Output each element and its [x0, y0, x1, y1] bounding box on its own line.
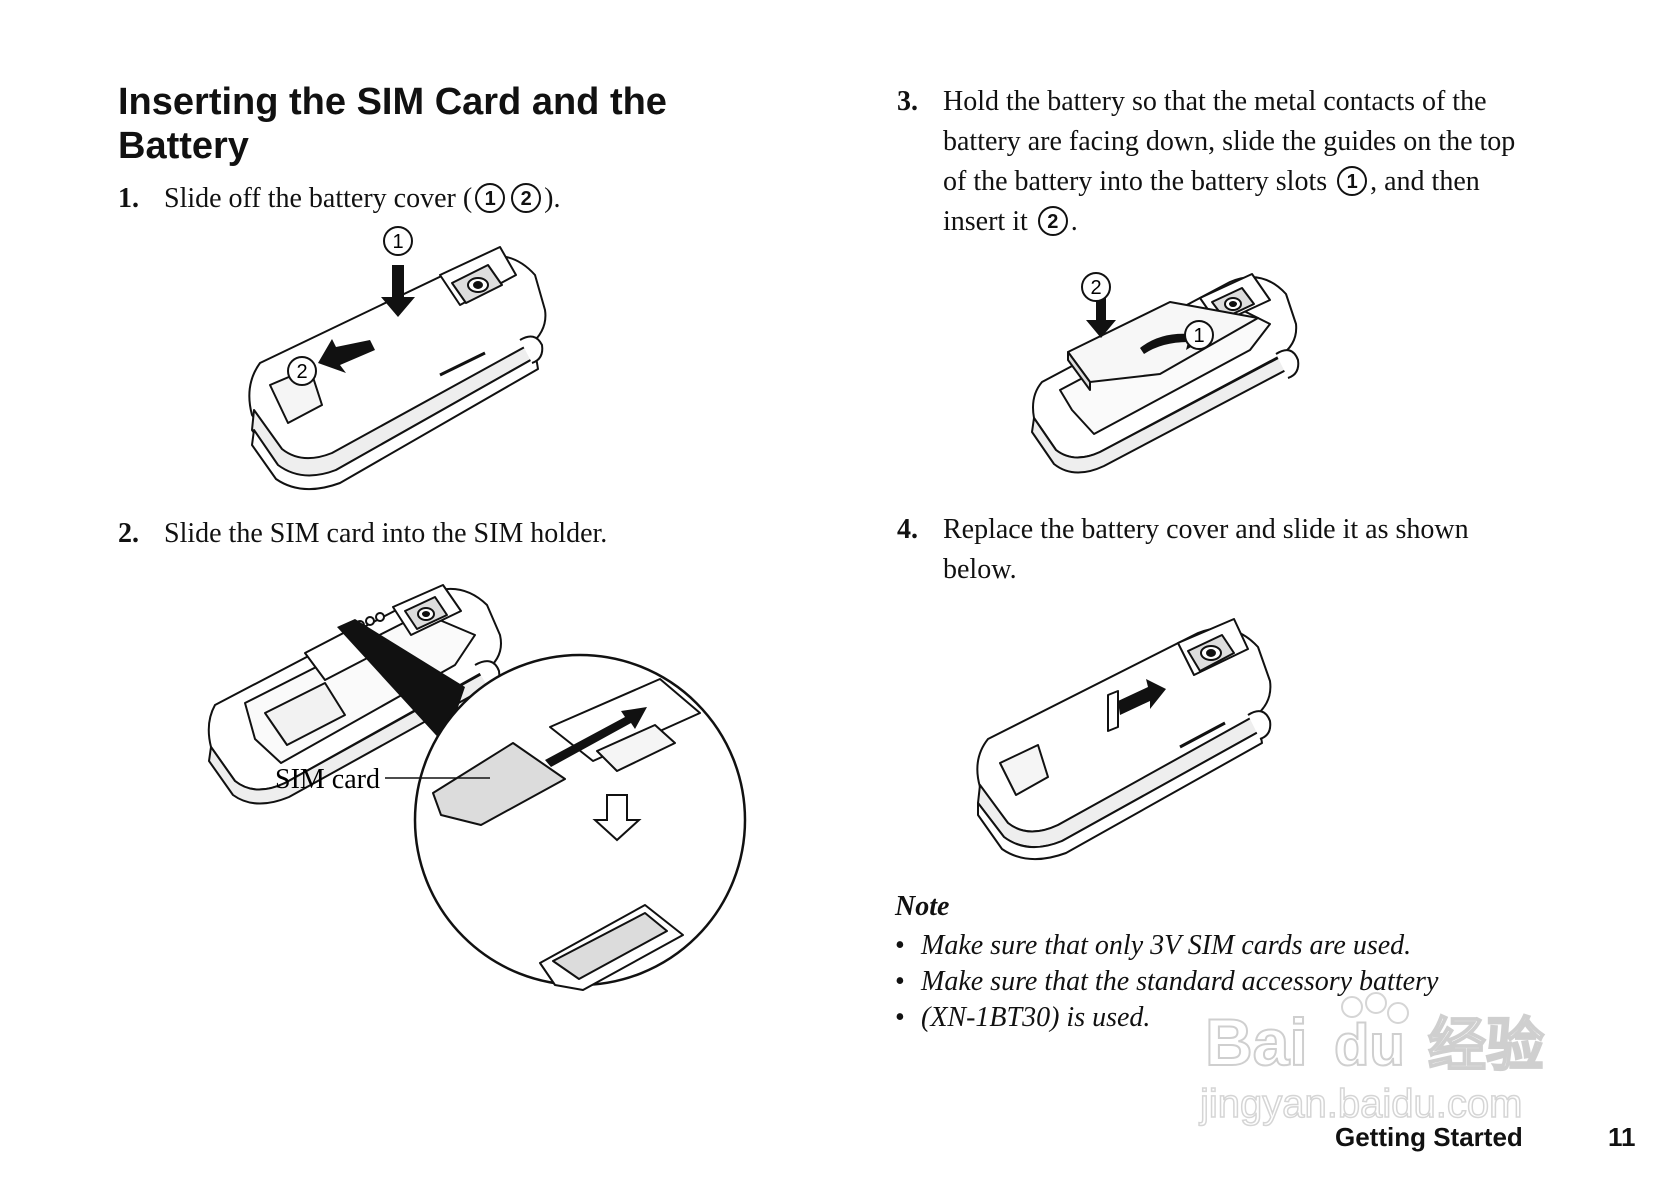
footer-section: Getting Started — [1335, 1122, 1523, 1152]
figure-replace-battery-cover — [976, 618, 1272, 861]
watermark-cn: 经验 — [1428, 1011, 1544, 1079]
callout-1: 1 — [392, 231, 403, 253]
note-list: Make sure that only 3V SIM cards are use… — [895, 928, 1595, 1036]
page-title: Inserting the SIM Card and the Battery — [118, 81, 667, 167]
step-text: Slide the SIM card into the SIM holder. — [164, 518, 608, 549]
sim-card-label: SIM card — [275, 764, 380, 795]
circled-number-1: 1 — [475, 182, 506, 213]
watermark-brand: Bai — [1205, 1005, 1308, 1079]
circled-number-1: 1 — [1337, 165, 1368, 196]
circled-number-2: 2 — [511, 182, 542, 213]
figure-insert-sim: SIM card — [207, 584, 747, 991]
figure-remove-battery-cover: 1 2 — [248, 226, 547, 491]
note-item-continued: (XN-1BT30) is used. — [895, 1000, 1595, 1036]
page-number: 11 — [1608, 1122, 1636, 1152]
watermark-brand2: du — [1334, 1013, 1405, 1078]
step-3: 3. Hold the battery so that the metal co… — [897, 82, 1617, 244]
step-number: 1. — [118, 183, 139, 214]
step-number: 2. — [118, 518, 139, 549]
figure-insert-battery: 2 1 — [1031, 272, 1300, 474]
note-item: Make sure that the standard accessory ba… — [895, 964, 1595, 1000]
step-text: Hold the battery so that the metal conta… — [943, 86, 1516, 237]
note-heading: Note — [895, 891, 950, 922]
note-item: Make sure that only 3V SIM cards are use… — [895, 928, 1595, 964]
callout-1: 1 — [1193, 325, 1204, 347]
step-4: 4. Replace the battery cover and slide i… — [897, 510, 1617, 592]
callout-2: 2 — [296, 361, 307, 383]
circled-number-2: 2 — [1037, 205, 1068, 236]
step-text: Replace the battery cover and slide it a… — [943, 514, 1469, 585]
baidu-watermark: Bai du 经验 jingyan.baidu.com — [1198, 992, 1545, 1127]
watermark-url: jingyan.baidu.com — [1199, 1082, 1522, 1126]
step-2: 2. Slide the SIM card into the SIM holde… — [118, 514, 758, 554]
step-number: 3. — [897, 86, 918, 117]
callout-2: 2 — [1090, 277, 1101, 299]
step-number: 4. — [897, 514, 918, 545]
